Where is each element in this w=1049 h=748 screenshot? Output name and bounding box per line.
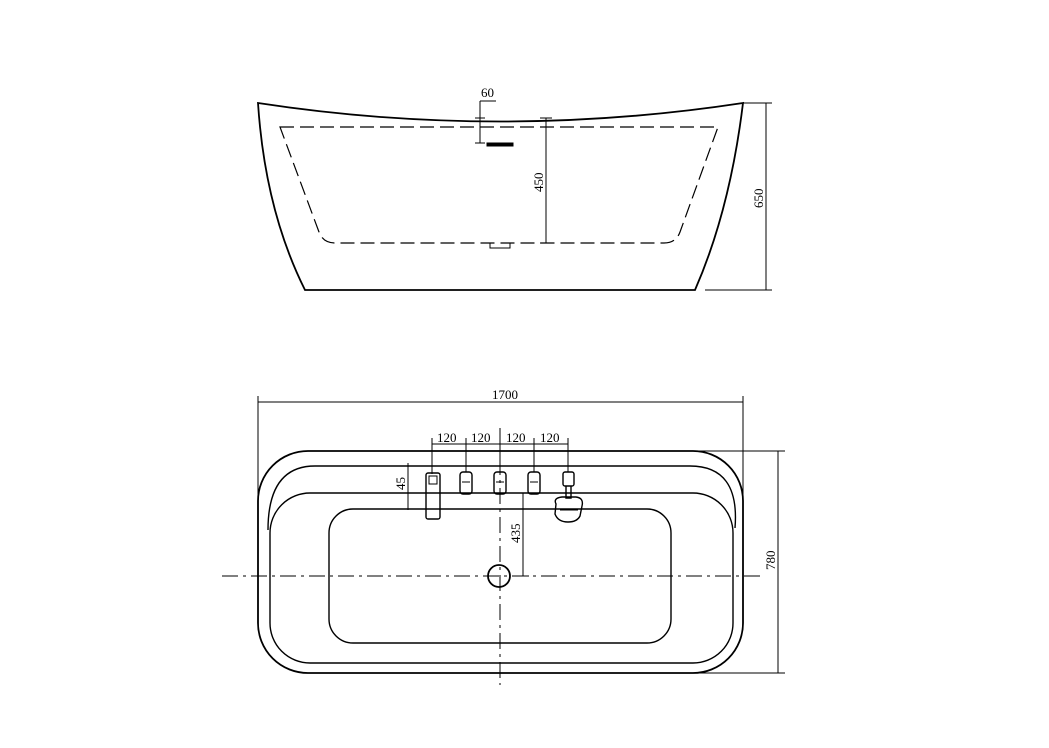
dimension-label-total-height: 650 xyxy=(751,189,766,209)
dimension-total-height: 650 xyxy=(705,102,772,291)
side-view-outer-shell xyxy=(257,101,745,291)
valve-handle-icon xyxy=(493,471,507,495)
dimension-label-tap-spacing-3: 120 xyxy=(506,430,526,445)
side-view-inner-basin xyxy=(279,126,719,244)
dimension-label-overflow: 60 xyxy=(481,85,494,100)
dimension-overall-width: 780 xyxy=(690,450,785,674)
top-view-inner-rim xyxy=(269,492,734,664)
dimension-overall-length: 1700 xyxy=(257,387,744,520)
dimension-label-tap-spacing-4: 120 xyxy=(540,430,560,445)
dimension-label-tap-spacing-2: 120 xyxy=(471,430,491,445)
dimension-overflow: 60 xyxy=(475,85,496,144)
dimension-tap-spacing: 120 120 120 120 xyxy=(431,428,569,474)
dimension-drain-offset: 435 xyxy=(508,493,529,577)
dimension-label-inner-depth: 450 xyxy=(531,173,546,193)
top-view-deck xyxy=(267,465,737,531)
hand-shower-icon xyxy=(554,471,584,523)
top-view: 1700 780 120 120 120 120 45 xyxy=(222,387,785,685)
dimension-label-overall-width: 780 xyxy=(763,551,778,571)
spout-icon xyxy=(425,472,441,520)
dimension-deck-offset: 45 xyxy=(393,463,424,510)
dimension-inner-depth: 450 xyxy=(531,117,552,244)
dimension-label-drain-offset: 435 xyxy=(508,524,523,544)
valve-handle-icon xyxy=(527,471,541,495)
valve-handle-icon xyxy=(459,471,473,495)
drain-icon xyxy=(487,564,511,588)
dimension-label-overall-length: 1700 xyxy=(492,387,518,402)
side-view-drain xyxy=(489,243,511,249)
dimension-label-tap-spacing-1: 120 xyxy=(437,430,457,445)
side-view: 60 450 650 xyxy=(257,85,772,291)
dimension-label-deck-offset: 45 xyxy=(393,477,408,490)
overflow-icon xyxy=(486,142,514,147)
